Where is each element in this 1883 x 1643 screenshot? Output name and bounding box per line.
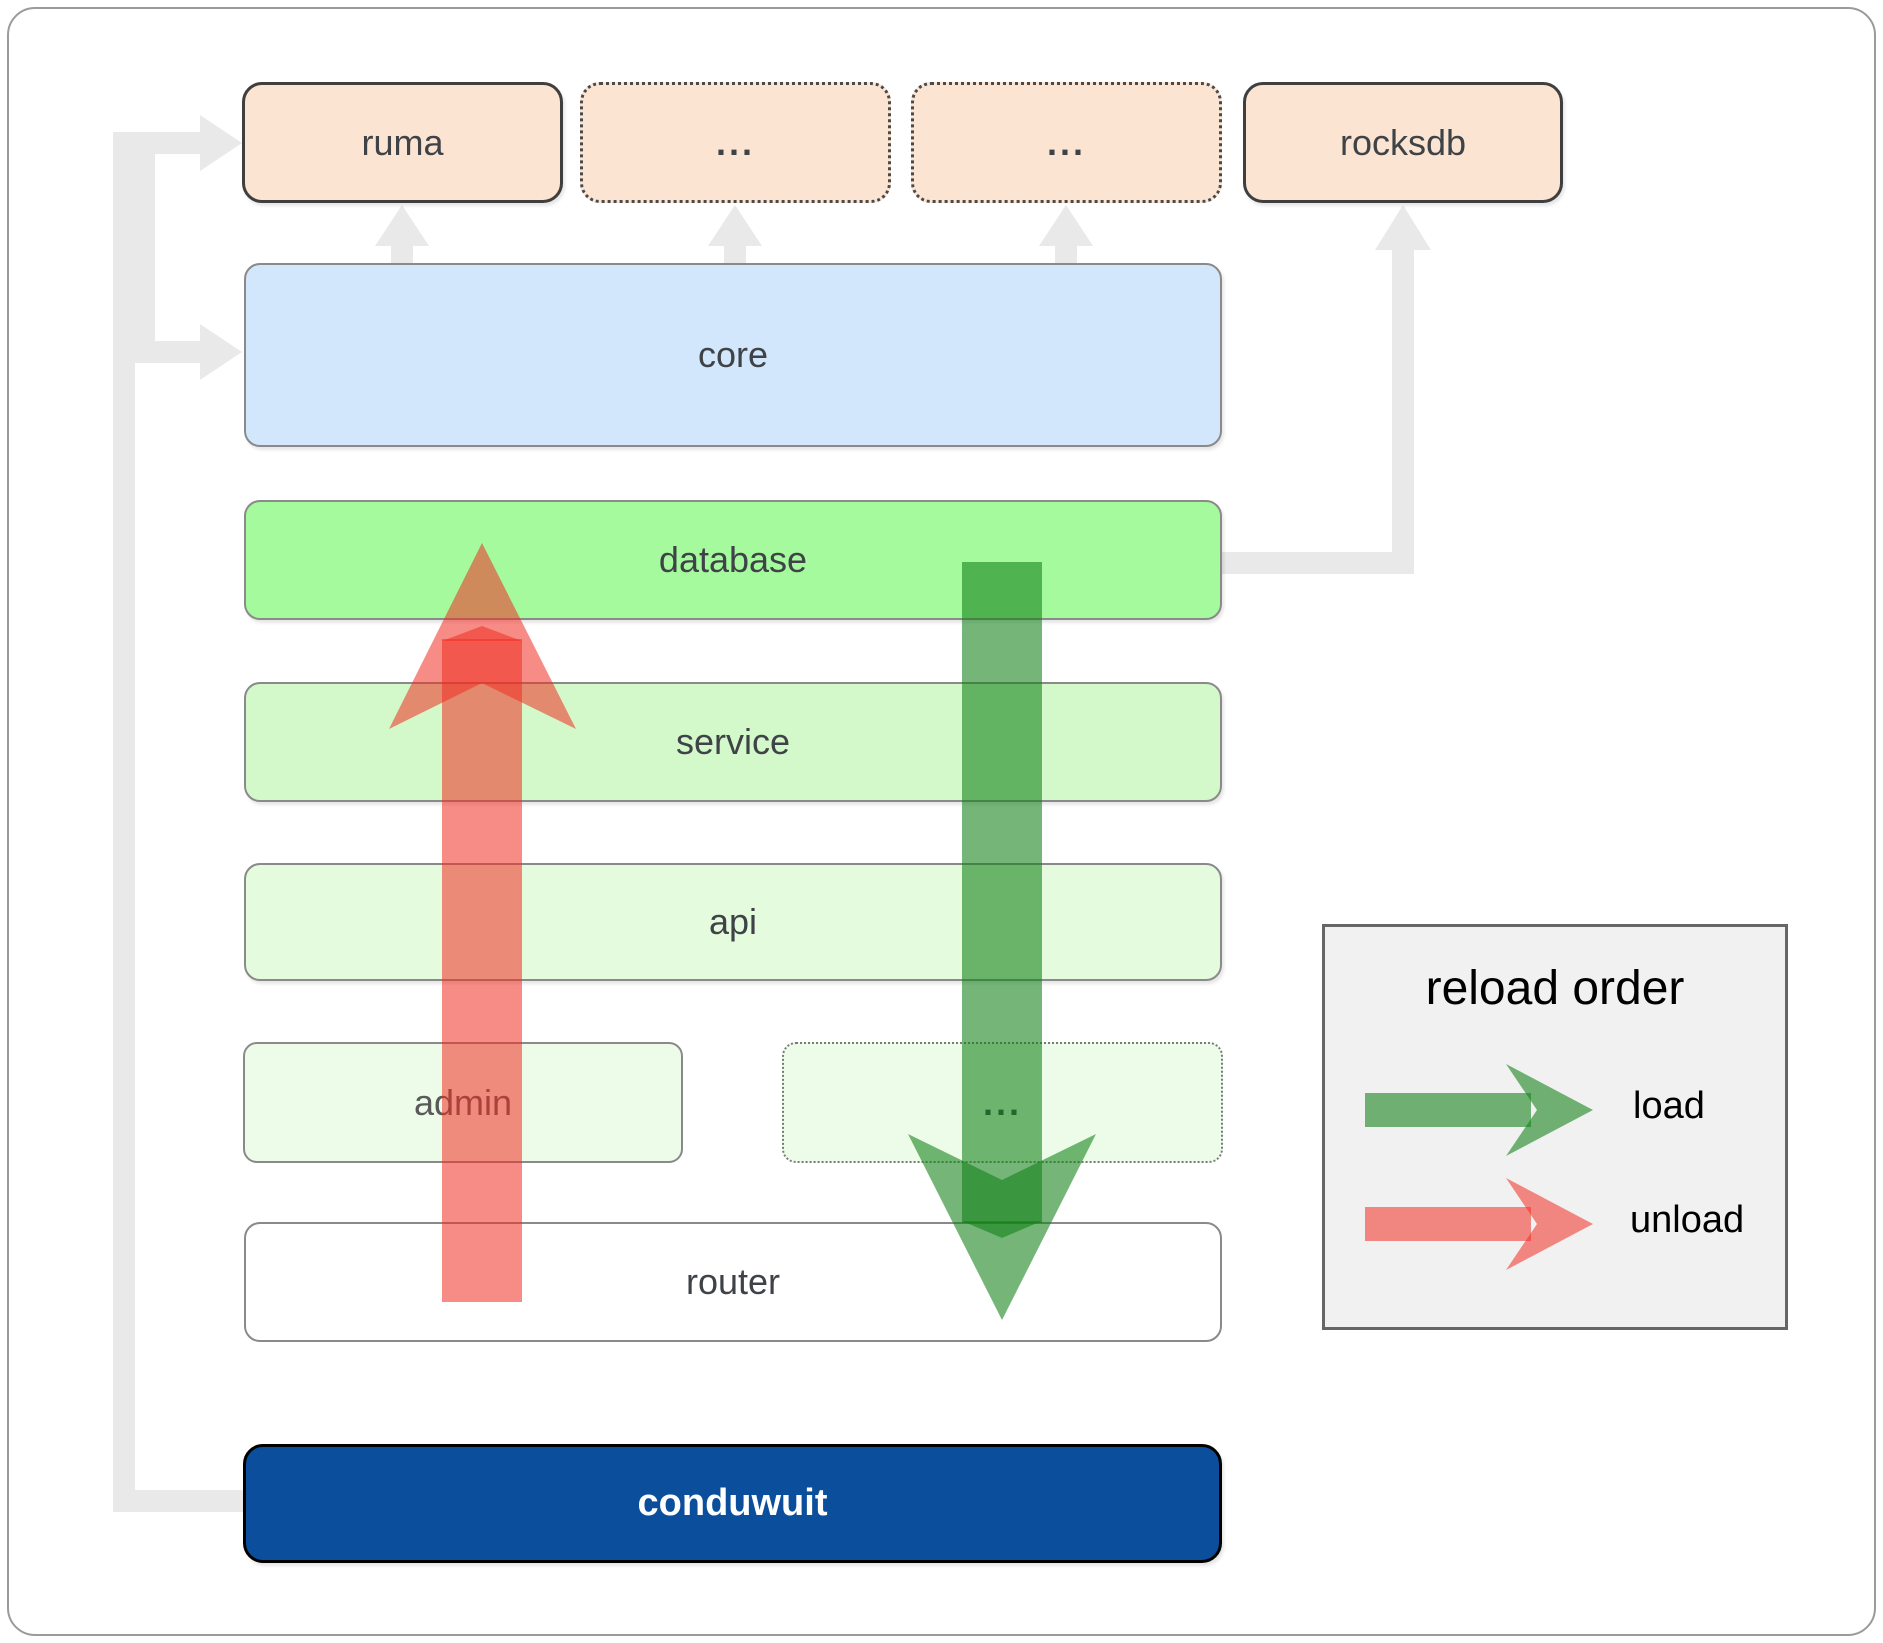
legend-unload-shaft: [1365, 1207, 1531, 1241]
legend-load-head: [1506, 1064, 1593, 1156]
connector-ruma-stub: [113, 132, 205, 154]
node-label: ...: [715, 121, 755, 163]
core-to-ellipsis-right-arrow: [1039, 205, 1093, 264]
arrowhead-up-icon: [375, 205, 429, 246]
legend-unload-arrow-icon: [1365, 1178, 1593, 1270]
node-core: core: [244, 263, 1222, 447]
core-to-ellipsis-left-arrow: [708, 205, 762, 264]
conduwuit-to-ruma-connector: [113, 115, 245, 1512]
database-to-rocksdb-connector: [1222, 205, 1431, 574]
legend-label-unload: unload: [1630, 1199, 1745, 1241]
stub: [391, 242, 413, 264]
core-to-ruma-arrow: [375, 205, 429, 264]
node-label: conduwuit: [637, 1482, 828, 1524]
arrowhead-up-icon: [708, 205, 762, 246]
node-service: service: [244, 682, 1222, 802]
arrowhead-into-core-icon: [200, 324, 242, 380]
connector-vertical: [1392, 248, 1414, 574]
node-database: database: [244, 500, 1222, 620]
legend-title: reload order: [1425, 962, 1685, 1015]
node-admin: admin: [243, 1042, 683, 1163]
node-label: ruma: [361, 121, 444, 163]
node-label: database: [658, 539, 808, 580]
node-ruma: ruma: [242, 82, 563, 203]
node-ellipsis-top-left: ...: [580, 82, 891, 203]
node-api: api: [244, 863, 1222, 981]
node-router: router: [244, 1222, 1222, 1342]
node-label: service: [675, 721, 791, 762]
node-ellipsis-top-right: ...: [911, 82, 1222, 203]
connector-conduwuit-stub: [113, 1490, 245, 1512]
stub: [1055, 242, 1077, 264]
arrowhead-into-ruma-icon: [200, 115, 242, 171]
arrowhead-into-rocksdb-icon: [1375, 205, 1431, 250]
node-label: admin: [413, 1081, 513, 1123]
node-label: router: [685, 1261, 781, 1302]
node-conduwuit: conduwuit: [243, 1444, 1222, 1563]
legend-label-load: load: [1633, 1085, 1705, 1127]
node-label: ...: [982, 1081, 1022, 1123]
connector-vertical-branch: [133, 150, 155, 363]
node-ellipsis-admin-row: ...: [782, 1042, 1223, 1163]
node-label: api: [708, 901, 758, 942]
legend-load-arrow-icon: [1365, 1064, 1593, 1156]
legend: reload order load unload: [1322, 924, 1788, 1330]
node-rocksdb: rocksdb: [1243, 82, 1563, 203]
node-label: ...: [1046, 121, 1086, 163]
stub: [724, 242, 746, 264]
node-label: core: [697, 334, 769, 375]
legend-unload-head: [1506, 1178, 1593, 1270]
connector-vertical-main: [113, 132, 135, 1512]
conduwuit-to-core-connector: [133, 150, 242, 380]
legend-load-shaft: [1365, 1093, 1531, 1127]
arrowhead-up-icon: [1039, 205, 1093, 246]
connector-core-stub: [133, 341, 221, 363]
connector-horizontal: [1222, 552, 1394, 574]
node-label: rocksdb: [1339, 121, 1467, 163]
